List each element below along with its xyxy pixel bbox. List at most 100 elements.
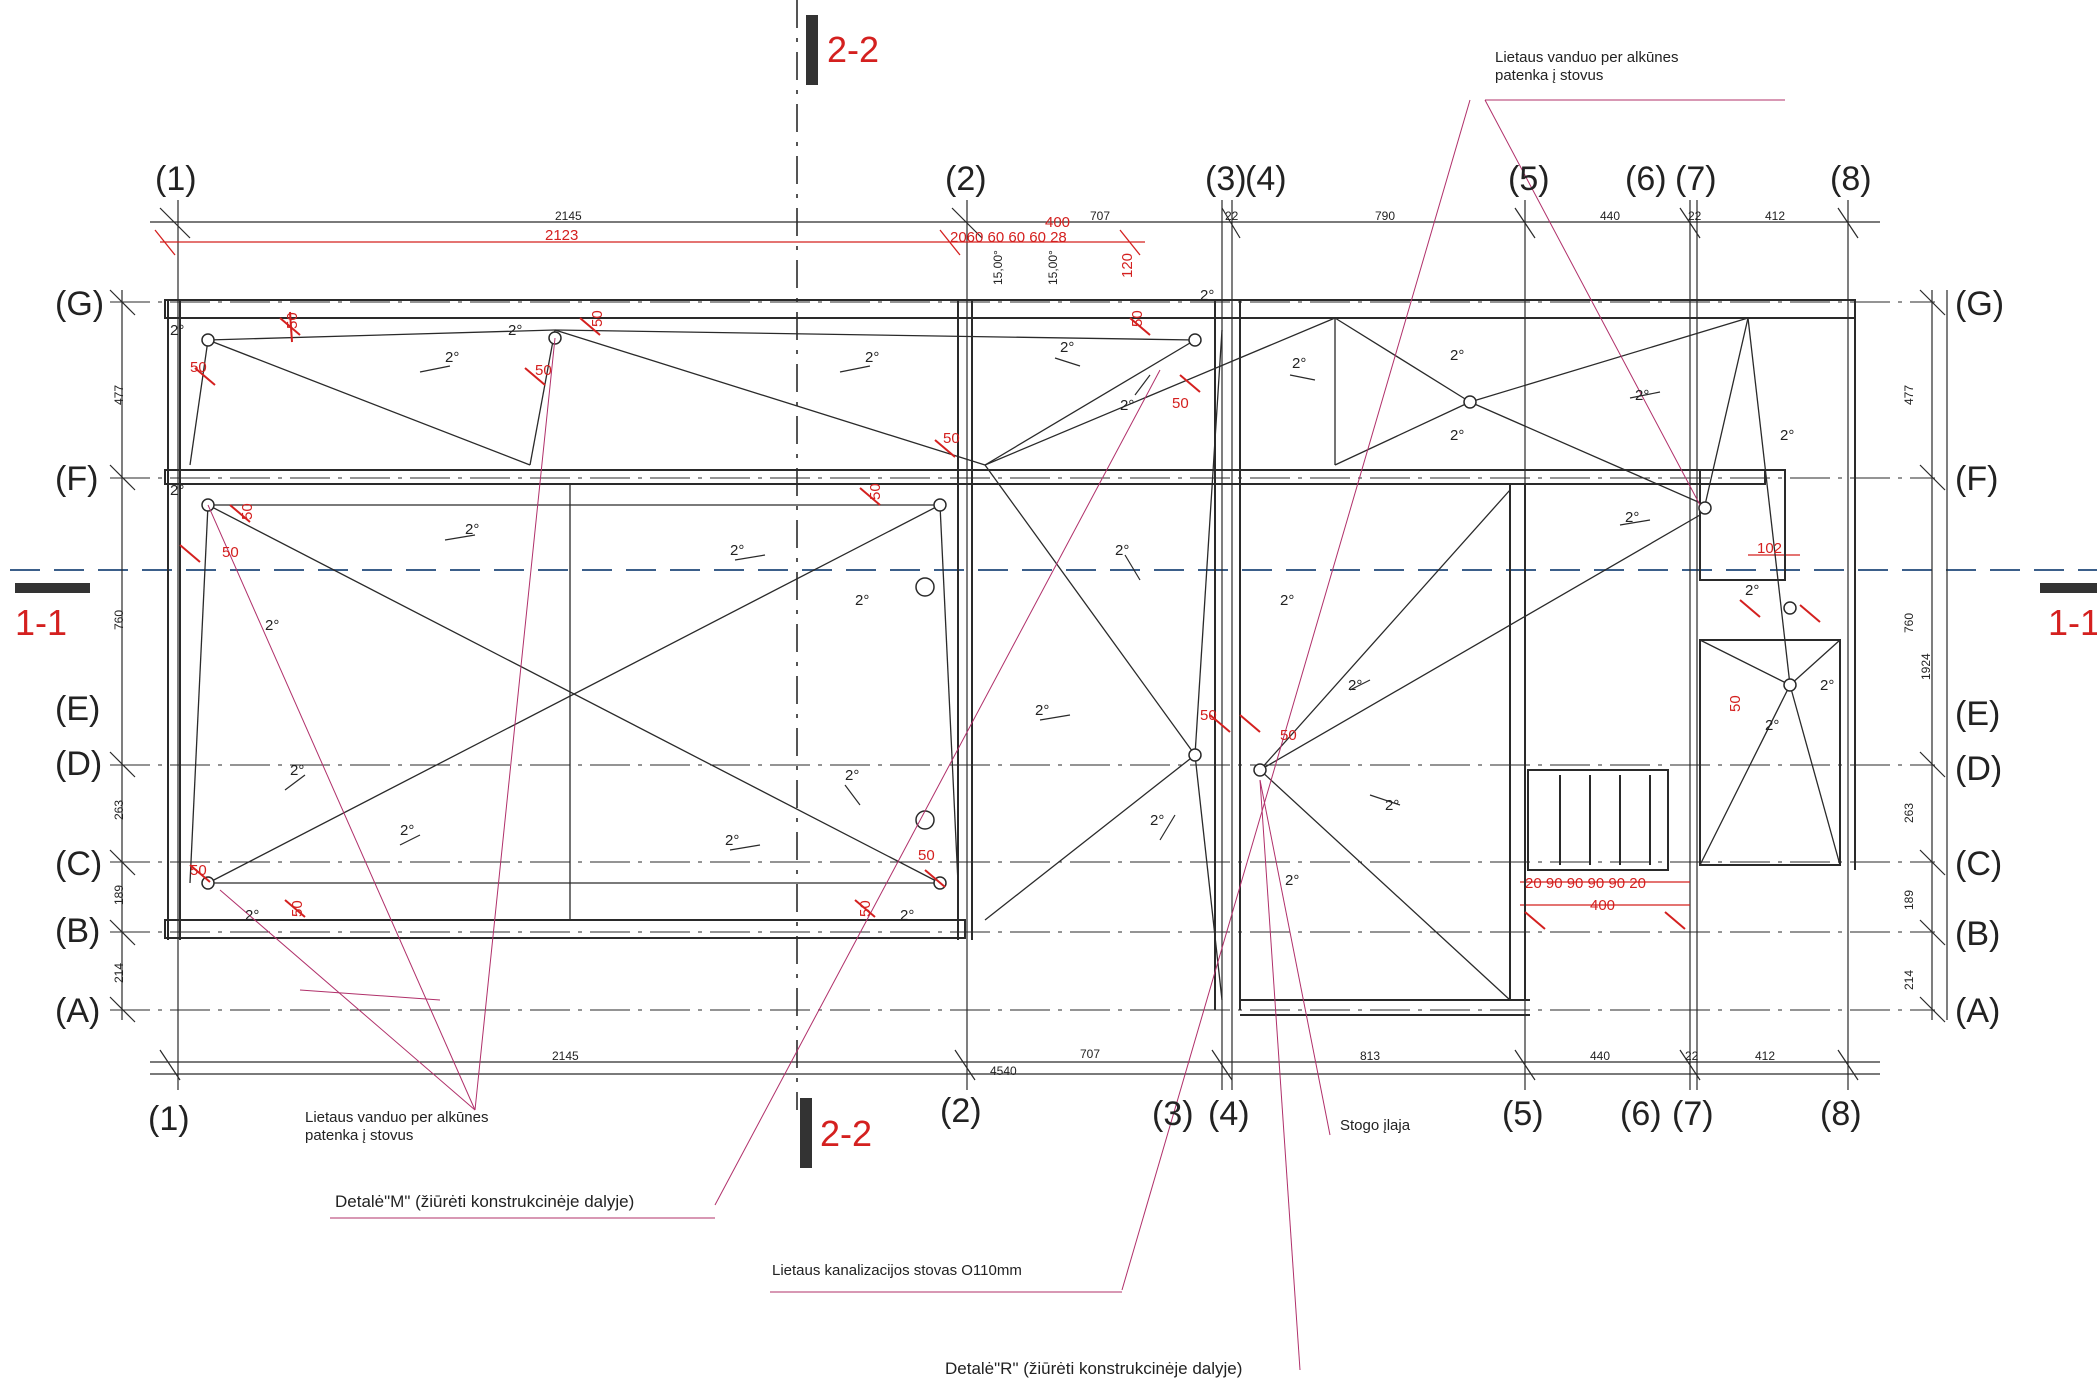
row-axis-d-left: (D) [55,745,102,783]
dim-top-15a: 15,00° [991,250,1005,285]
column-axis-1-bottom: (1) [148,1100,190,1138]
row-axis-e-left: (E) [55,690,100,728]
svg-text:50: 50 [1200,707,1217,724]
svg-text:2°: 2° [1450,427,1464,444]
row-axis-d-right: (D) [1955,750,2002,788]
svg-text:50: 50 [284,312,301,329]
svg-text:2°: 2° [245,907,259,924]
svg-text:50: 50 [589,310,606,327]
svg-text:2°: 2° [1280,592,1294,609]
dim-left-477: 477 [112,385,126,405]
dim-left-189: 189 [112,885,126,905]
column-axis-1-top: (1) [155,160,197,198]
column-axis-7-top: (7) [1675,160,1717,198]
note-stogo-ilaja: Stogo įlaja [1340,1117,1411,1134]
note-stovas: Lietaus kanalizacijos stovas O110mm [772,1262,1022,1279]
row-axis-c-right: (C) [1955,845,2002,883]
dim-bottom-22: 22 [1685,1049,1699,1063]
row-axis-a-left: (A) [55,992,100,1030]
red-dimension-50-tags: 50 50 50 50 50 50 50 50 50 50 50 50 50 5… [190,310,1744,917]
svg-text:2°: 2° [1285,872,1299,889]
svg-text:2°: 2° [1200,287,1214,304]
svg-text:2°: 2° [170,482,184,499]
column-axis-6-top: (6) [1625,160,1667,198]
svg-text:50: 50 [1280,727,1297,744]
dim-left-760: 760 [112,610,126,630]
dim-bottom-440: 440 [1590,1049,1610,1063]
dim-bottom-2145: 2145 [552,1049,579,1063]
section-label-2-2-top: 2-2 [827,29,879,70]
stairs [1559,775,1651,865]
building-outline [164,299,1856,1016]
svg-text:2°: 2° [465,521,479,538]
svg-text:2°: 2° [1060,339,1074,356]
dim-top-440: 440 [1600,209,1620,223]
svg-text:2°: 2° [290,762,304,779]
note-detail-m: Detalė"M" (žiūrėti konstrukcinėje dalyje… [335,1192,634,1211]
svg-text:2°: 2° [1780,427,1794,444]
svg-text:2°: 2° [1765,717,1779,734]
svg-text:2°: 2° [170,322,184,339]
svg-text:2°: 2° [445,349,459,366]
dimension-lines [109,207,1948,1081]
svg-text:2°: 2° [1115,542,1129,559]
dim-right-263: 263 [1902,803,1916,823]
svg-text:2°: 2° [1450,347,1464,364]
svg-text:2°: 2° [1292,355,1306,372]
dim-right-760: 760 [1902,613,1916,633]
svg-text:2°: 2° [845,767,859,784]
red-ticks [179,311,1821,930]
section-marker-top [806,15,818,85]
dim-top-2123: 2123 [545,227,578,244]
dim-top-22: 22 [1225,209,1239,223]
red-dimension-lines [154,229,1800,906]
svg-text:50: 50 [535,362,552,379]
section-label-2-2-bottom: 2-2 [820,1113,872,1154]
dim-top-790: 790 [1375,209,1395,223]
svg-text:50: 50 [867,483,884,500]
svg-text:2°: 2° [730,542,744,559]
section-label-1-1-right: 1-1 [2048,602,2097,643]
svg-text:50: 50 [289,900,306,917]
dim-right-477: 477 [1902,385,1916,405]
row-axis-g-right: (G) [1955,285,2004,323]
roof-drains [201,331,1797,890]
note-bottom-left-line1: Lietaus vanduo per alkūnes [305,1109,488,1126]
leader-lines [207,99,1785,1371]
svg-text:50: 50 [918,847,935,864]
column-axis-2-top: (2) [945,160,987,198]
dim-mid-seg: 20 90 90 90 90 20 [1525,875,1646,892]
row-axis-e-right: (E) [1955,695,2000,733]
svg-text:2°: 2° [1385,797,1399,814]
svg-text:50: 50 [1727,695,1744,712]
svg-text:2°: 2° [265,617,279,634]
dim-left-263: 263 [112,800,126,820]
row-axis-b-right: (B) [1955,915,2000,953]
column-axis-3-bottom: (3) [1152,1095,1194,1133]
svg-text:2°: 2° [865,349,879,366]
dim-right-214: 214 [1902,970,1916,990]
slope-arrows [284,357,1661,851]
note-bottom-left-line2: patenka į stovus [305,1127,413,1144]
slope-labels: 2° 2° 2° 2° 2° 2° 2° 2° 2° 2° 2° 2° 2° 2… [170,287,1834,924]
dim-top-400: 400 [1045,214,1070,231]
svg-text:2°: 2° [1150,812,1164,829]
row-axis-lines [110,301,1935,1011]
svg-text:50: 50 [190,359,207,376]
column-axis-8-bottom: (8) [1820,1095,1862,1133]
dim-top-2145: 2145 [555,209,582,223]
svg-text:50: 50 [1129,310,1146,327]
svg-text:2°: 2° [508,322,522,339]
column-axis-2-bottom: (2) [940,1092,982,1130]
note-detail-r: Detalė"R" (žiūrėti konstrukcinėje dalyje… [945,1359,1242,1378]
column-axis-4-top: (4) [1245,160,1287,198]
section-label-1-1-left: 1-1 [15,602,67,643]
svg-text:2°: 2° [900,907,914,924]
dim-top-120: 120 [1119,253,1136,278]
row-axis-g-left: (G) [55,285,104,323]
dim-top-22b: 22 [1688,209,1702,223]
row-axis-c-left: (C) [55,845,102,883]
column-axis-5-bottom: (5) [1502,1095,1544,1133]
svg-text:2°: 2° [725,832,739,849]
